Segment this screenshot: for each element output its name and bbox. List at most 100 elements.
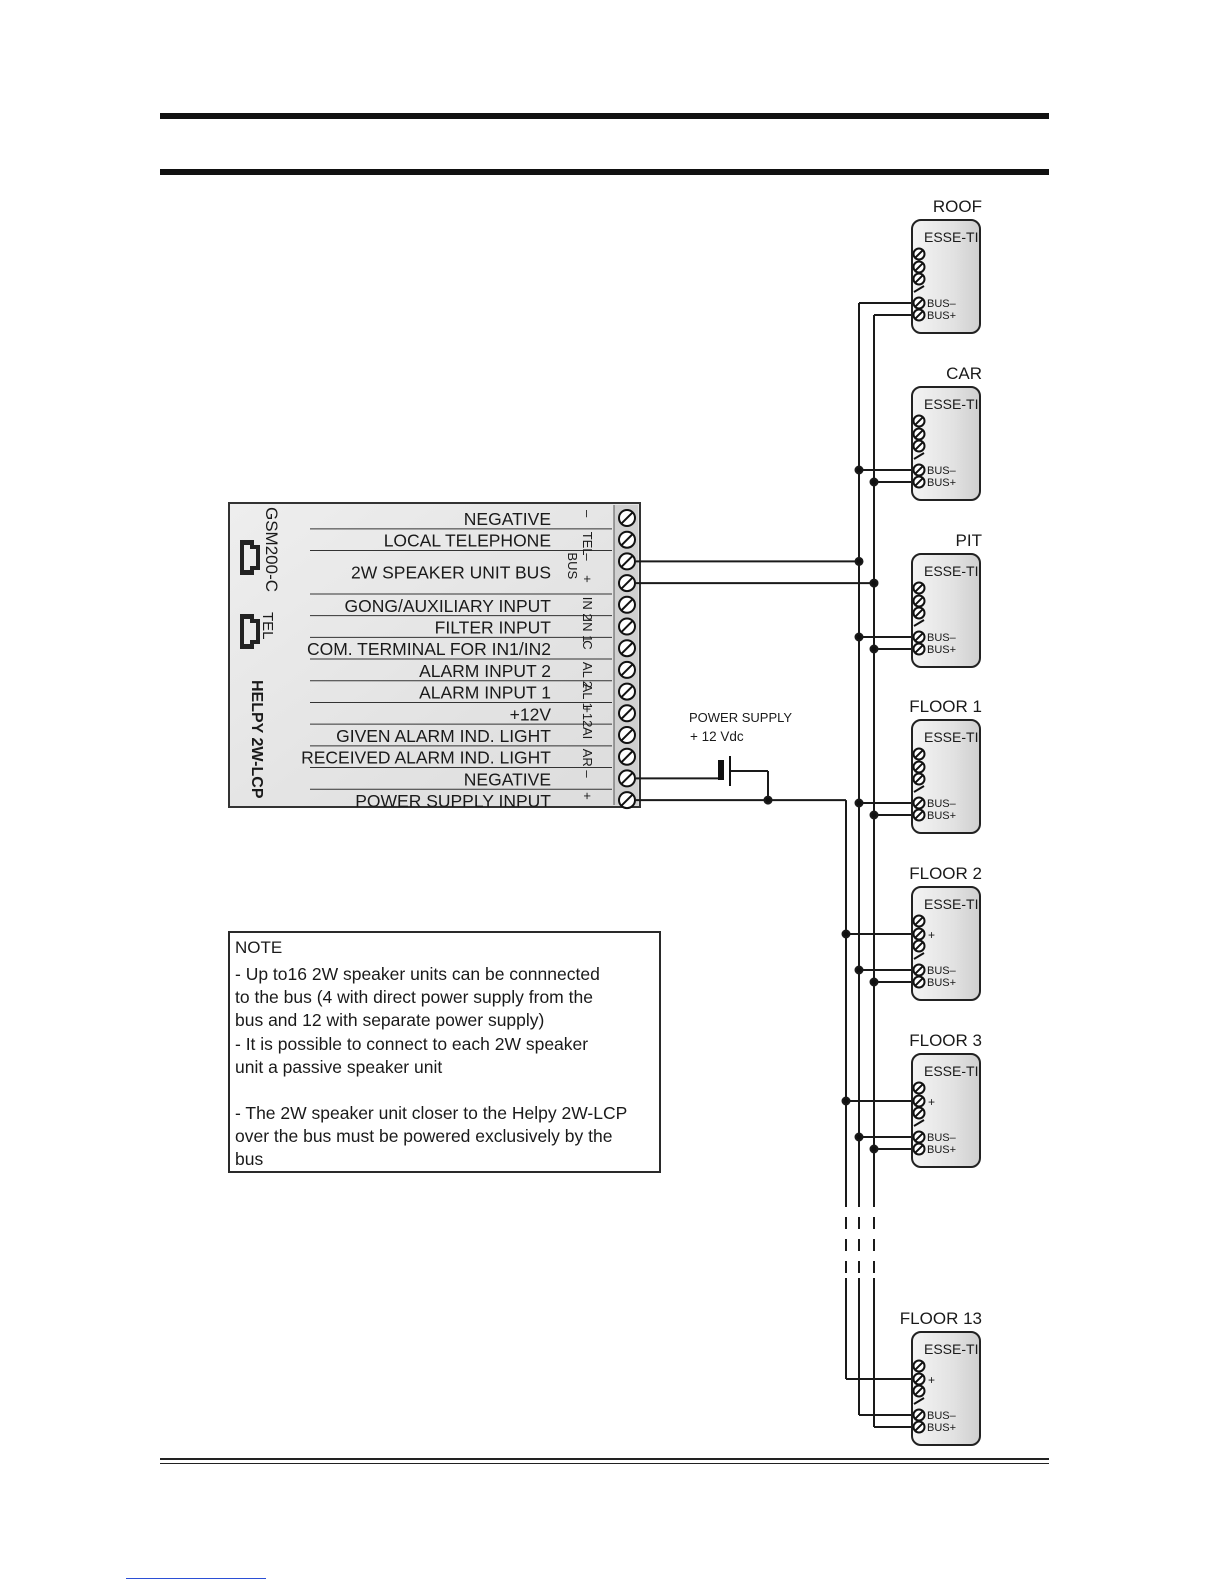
terminal-code: +12 [580,705,595,727]
port-gsm-label: GSM200-C [262,507,281,592]
screw-slot [914,583,924,593]
header-rule-top [160,113,1049,119]
unit-bus-minus-label: BUS– [927,965,957,977]
unit-model-label: ESSE-TI [924,729,978,745]
note-box: NOTE - Up to16 2W speaker units can be c… [228,931,661,1173]
power-supply-battery-icon [718,760,724,780]
unit-location-label: FLOOR 1 [909,697,982,716]
screw-slot [621,512,633,524]
screw-slot [914,298,924,308]
terminal-code: – [580,553,595,561]
screw-slot [621,685,633,698]
unit-body [911,1053,981,1168]
unit-model-label: ESSE-TI [924,896,978,912]
note-line: bus and 12 with separate power supply) [235,1010,545,1031]
unit-location-label: PIT [956,531,982,550]
footer-rule-thick [160,1458,1049,1460]
terminal-screws [618,509,636,810]
terminal-code: + [580,575,595,583]
screw-slot [914,1132,924,1142]
note-line: over the bus must be powered exclusively… [235,1126,613,1147]
junction-dot [854,465,864,475]
screw-slot [914,916,924,926]
screw-slot [914,644,924,654]
unit-body [911,719,981,834]
screw-slot [914,310,924,320]
screw-slot [914,262,924,272]
terminal-code: AR [580,749,595,767]
screw-slot [914,596,924,606]
terminal-code: C [580,640,595,649]
unit-body [911,1331,981,1446]
screw-slot [914,632,924,642]
power-supply: POWER SUPPLY + 12 Vdc [689,710,792,786]
screw-slot [914,762,924,772]
screw-slot [621,598,633,611]
footer-link-underline [126,1578,266,1579]
bus-wiring [636,302,913,1428]
unit-location-label: FLOOR 2 [909,864,982,883]
unit-bus-plus-label: BUS+ [927,810,956,822]
unit-bus-minus-label: BUS– [927,1410,957,1422]
screw-slot [914,749,924,759]
screw-slot [621,772,633,785]
unit-model-label: ESSE-TI [924,563,978,579]
speaker-units: ROOFESSE-TIBUS–BUS+CARESSE-TIBUS–BUS+PIT… [900,197,982,1446]
screw-slot [914,416,924,426]
unit-power-plus-label: + [928,1095,935,1109]
terminal-label: NEGATIVE [464,509,551,529]
footer-rule-thin [160,1463,1049,1464]
unit-bus-minus-label: BUS– [927,1132,957,1144]
screw-slot [914,977,924,987]
screw-slot [914,929,924,939]
terminal-code: – [580,510,595,518]
screw-slot [914,465,924,475]
terminal-label: FILTER INPUT [435,618,552,638]
unit-body [911,553,981,668]
screw-slot [914,1386,924,1396]
screw-slot [621,642,633,655]
unit-bus-minus-label: BUS– [927,465,957,477]
screw-slot [914,1096,924,1106]
terminal-code: AL 2 [580,662,595,688]
screw-slot [621,729,633,741]
unit-model-label: ESSE-TI [924,1063,978,1079]
unit-marker [913,452,925,460]
terminal-code: + [580,792,595,800]
junction-dot [869,810,879,820]
terminal-label: NEGATIVE [464,769,551,789]
screw-slot [914,941,924,951]
screw-slot [621,555,633,568]
note-line: - It is possible to connect to each 2W s… [235,1033,589,1054]
unit-marker [913,952,925,960]
screw-slot [914,1410,924,1420]
terminal-label: 2W SPEAKER UNIT BUS [351,562,551,582]
power-supply-value: + 12 Vdc [690,729,744,744]
screw-slot [914,774,924,784]
terminal-label: COM. TERMINAL FOR IN1/IN2 [307,639,551,659]
junction-dot [869,977,879,987]
terminal-code: TEL [580,532,595,556]
note-line: bus [235,1149,264,1170]
terminal-code: IN 2 [580,597,595,621]
note-line: - The 2W speaker unit closer to the Help… [235,1103,628,1124]
junction-dot [869,477,879,487]
screw-slot [621,707,633,720]
screw-slot [621,750,633,763]
junction-dot [869,578,879,588]
terminal-code: AL 1 [580,684,595,710]
unit-bus-minus-label: BUS– [927,632,957,644]
unit-marker [913,785,925,793]
screw-slot [914,477,924,487]
junction-dot [869,644,879,654]
unit-location-label: FLOOR 3 [909,1031,982,1050]
screw-slot [914,965,924,975]
